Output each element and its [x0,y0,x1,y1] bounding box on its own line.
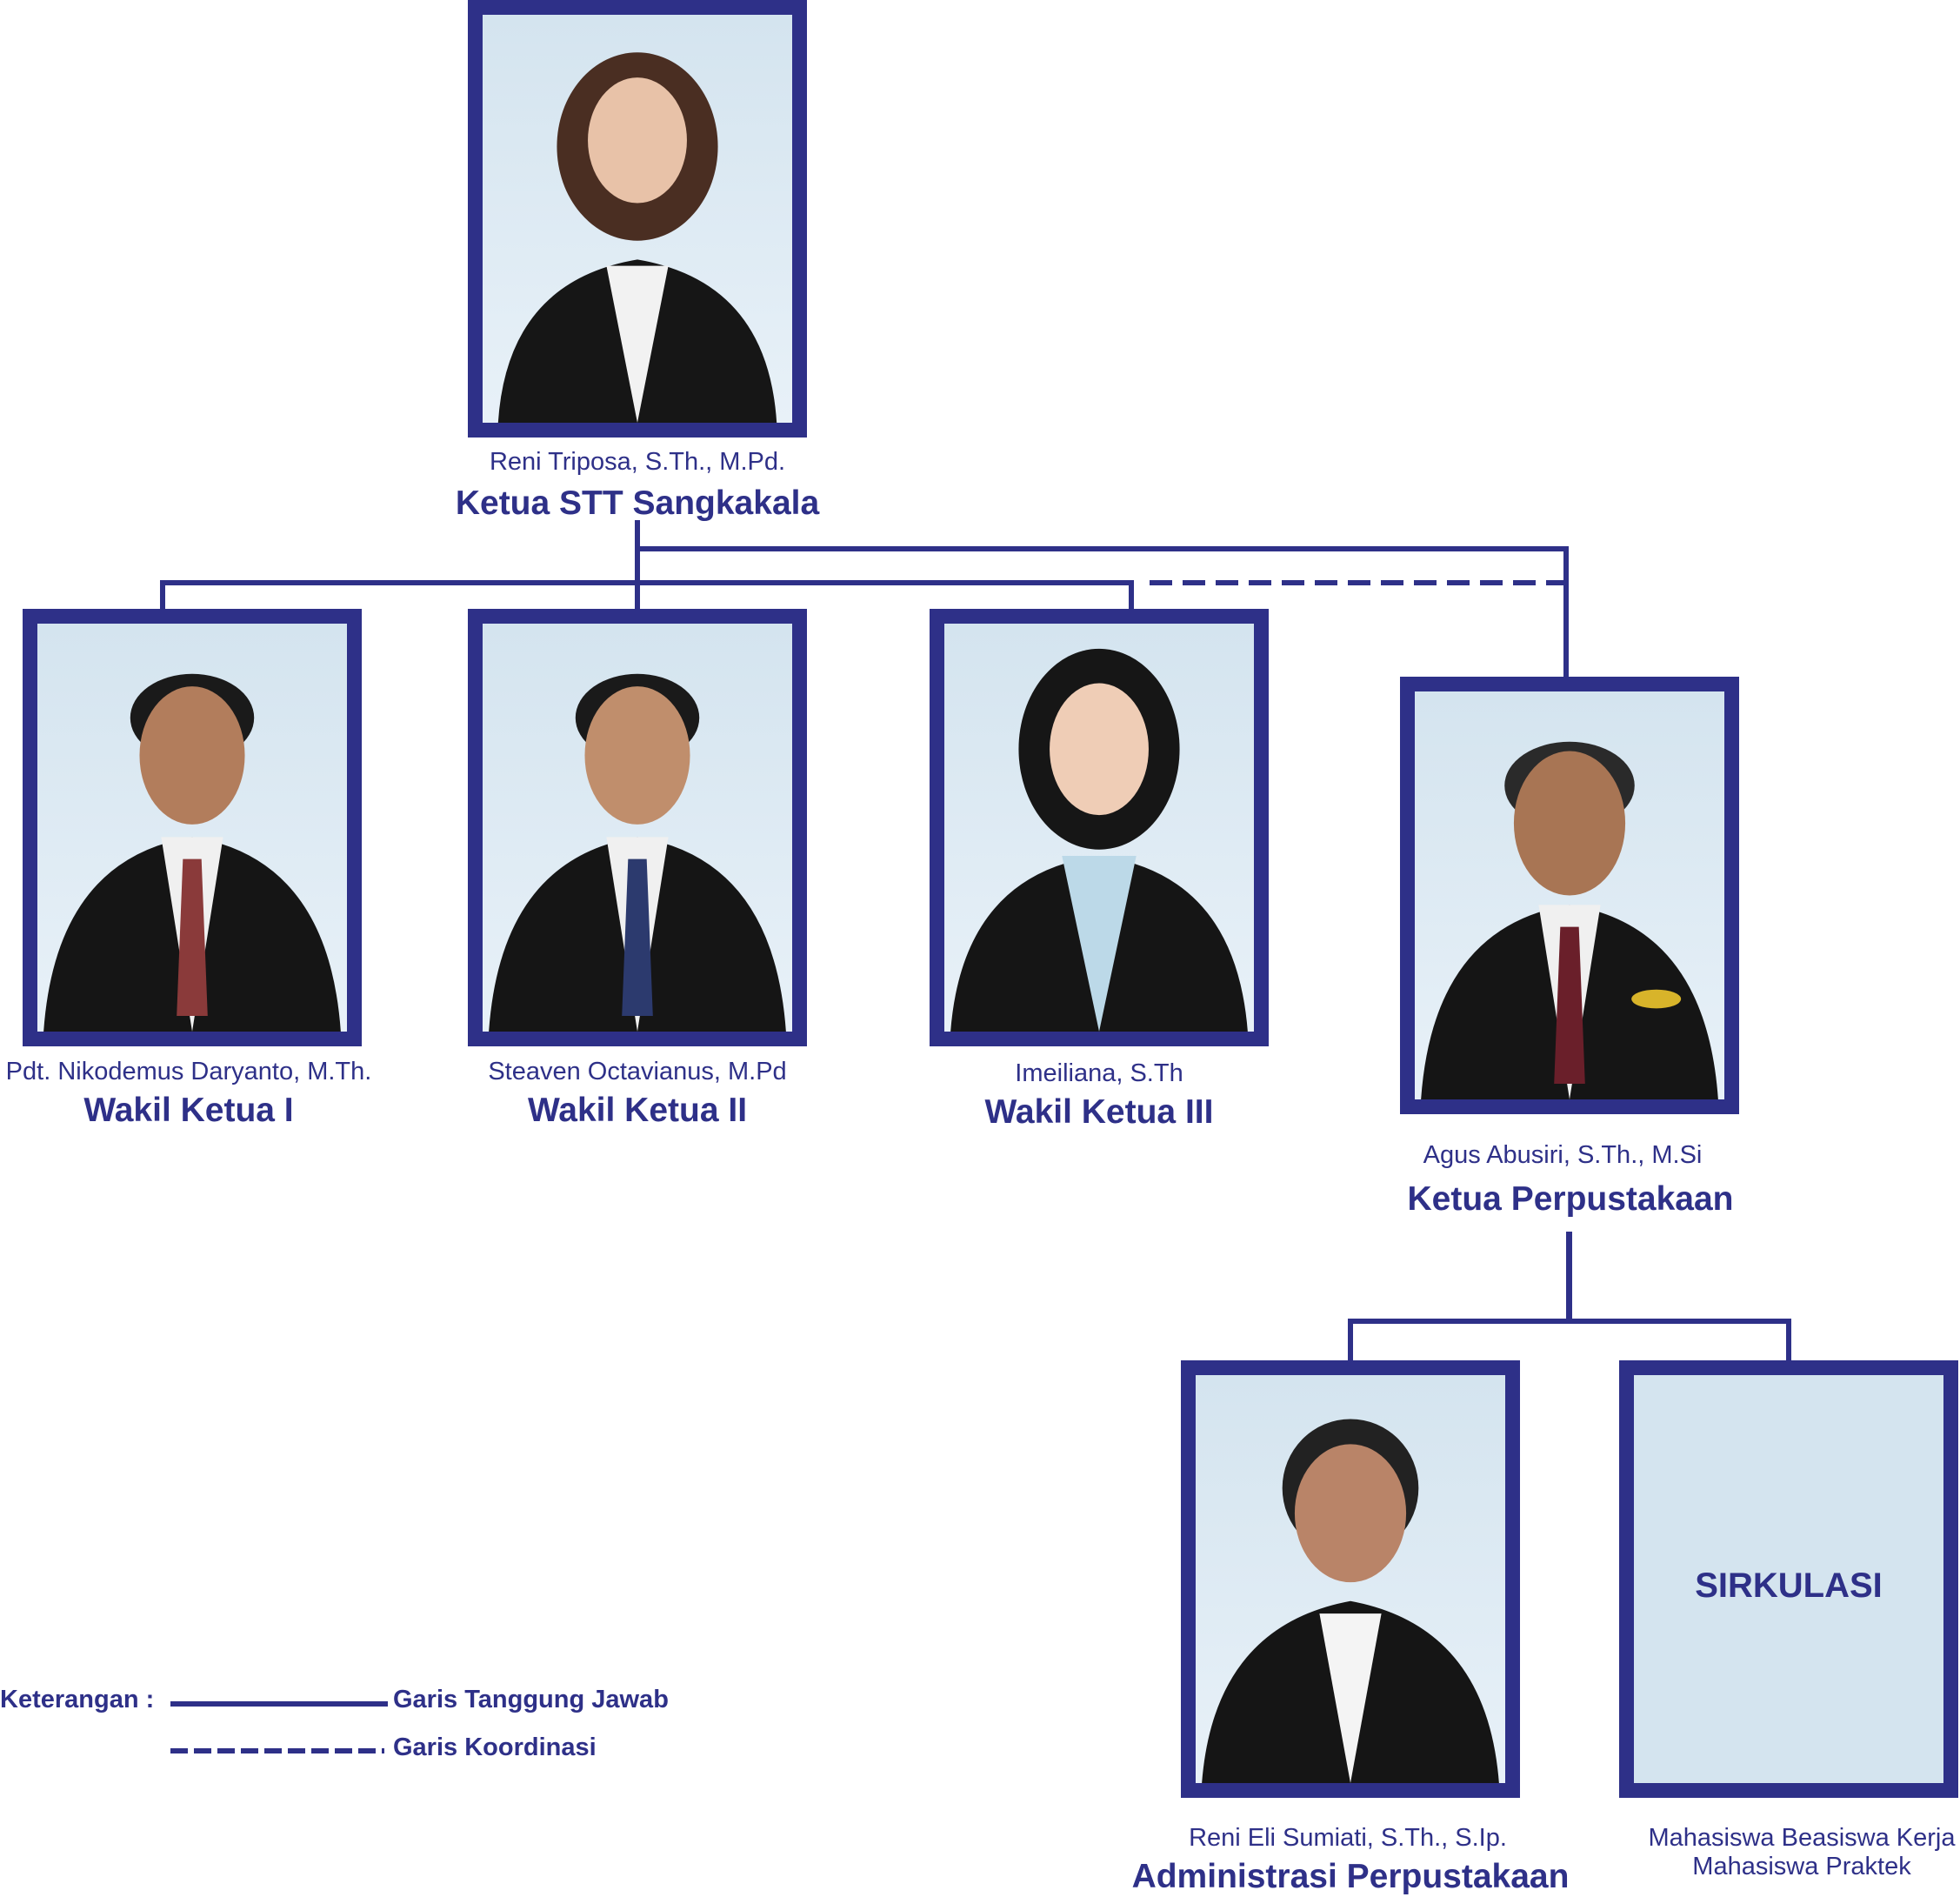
photo-admin-perpustakaan [1181,1360,1520,1798]
admin-title: Administrasi Perpustakaan [1131,1858,1570,1895]
legend-label: Keterangan : [0,1686,155,1713]
legend-solid-text: Garis Tanggung Jawab [393,1686,669,1713]
perpus-title: Ketua Perpustakaan [1407,1180,1734,1218]
legend-dashed-line [170,1748,384,1753]
photo-wakil1 [23,609,362,1046]
wakil3-title: Wakil Ketua III [984,1093,1214,1131]
wakil2-title: Wakil Ketua II [527,1092,748,1129]
coordination-dashed-line [1150,580,1565,585]
connector-perpus-horizontal [635,546,1569,551]
sirkulasi-line1: Mahasiswa Beasiswa Kerja [1648,1824,1956,1852]
photo-wakil3 [930,609,1269,1046]
connector-admin-down [1348,1319,1353,1362]
photo-ketua [468,0,807,438]
ketua-name: Reni Triposa, S.Th., M.Pd. [489,448,786,476]
wakil3-name: Imeiliana, S.Th [1015,1059,1183,1087]
sirkulasi-label: SIRKULASI [1695,1566,1883,1605]
connector-wakil1-down [160,580,165,610]
wakil2-name: Steaven Octavianus, M.Pd [488,1058,787,1085]
legend-dashed-text: Garis Koordinasi [393,1733,597,1761]
admin-name: Reni Eli Sumiati, S.Th., S.Ip. [1189,1824,1507,1852]
ketua-title: Ketua STT Sangkakala [455,484,820,522]
connector-wakil3-down [1129,580,1134,610]
legend-solid-line [170,1701,388,1707]
connector-ketua-down [635,520,640,611]
connector-sirkulasi-down [1786,1319,1791,1362]
photo-wakil2 [468,609,807,1046]
wakil1-name: Pdt. Nikodemus Daryanto, M.Th. [5,1058,372,1085]
connector-perpus-sub-down [1566,1232,1572,1324]
perpus-name: Agus Abusiri, S.Th., M.Si [1423,1141,1703,1169]
wakil1-title: Wakil Ketua I [83,1092,294,1129]
sirkulasi-box: SIRKULASI [1619,1360,1958,1798]
connector-wakil-horizontal [160,580,1134,585]
photo-ketua-perpustakaan [1400,677,1739,1114]
connector-perpus-down [1563,546,1569,678]
connector-sub-horizontal [1348,1319,1791,1324]
sirkulasi-line2: Mahasiswa Praktek [1692,1853,1911,1880]
